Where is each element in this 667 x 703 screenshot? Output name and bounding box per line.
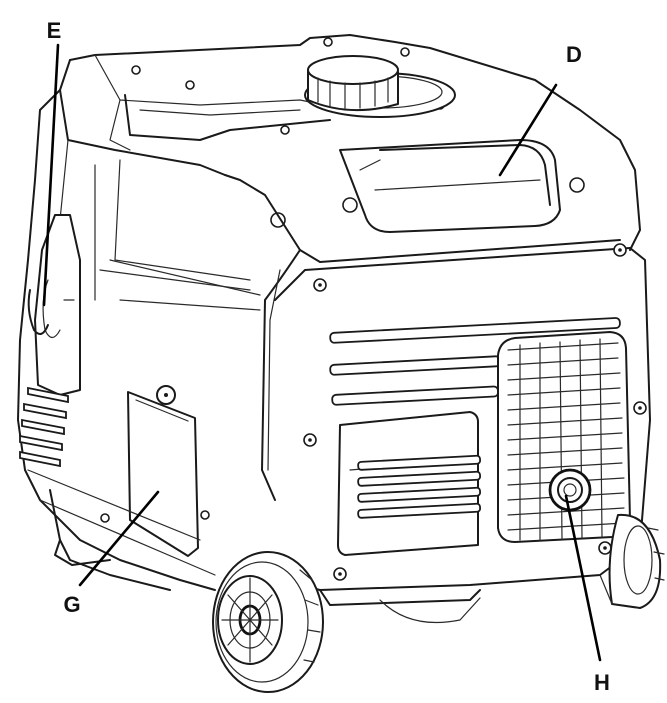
outlet-panel: [337, 411, 481, 556]
top-screw-6: [280, 125, 290, 135]
top-screw-2: [185, 80, 195, 90]
carry-handle: [270, 139, 585, 233]
leader-h: [564, 494, 602, 662]
exhaust-port: [548, 468, 592, 512]
callout-h: H: [594, 670, 610, 695]
rear-foot: [54, 539, 111, 566]
oil-access-cover: [127, 385, 199, 557]
top-screw-1: [131, 65, 141, 75]
housing-hole: [270, 212, 286, 228]
top-screw-4: [400, 47, 410, 57]
callout-d: D: [566, 42, 582, 67]
handle-hole-left: [342, 197, 358, 213]
top-screw-3: [323, 37, 333, 47]
left-wheel: [212, 551, 324, 693]
exhaust-grille: [497, 331, 631, 543]
callout-e: E: [47, 18, 62, 43]
callout-g: G: [63, 592, 80, 617]
leader-e: [42, 43, 60, 307]
left-vent-slots: [19, 386, 69, 468]
leader-g: [78, 490, 160, 587]
right-wheel: [599, 513, 665, 609]
leader-d: [498, 83, 558, 177]
front-vent-slots: [329, 317, 621, 406]
side-recess: [27, 214, 81, 396]
front-screws: [303, 243, 647, 581]
callout-leaders: [42, 43, 602, 662]
fuel-cap: [304, 55, 456, 118]
handle-hole-right: [569, 177, 585, 193]
base-skirt: [27, 469, 481, 623]
top-housing: [59, 34, 641, 251]
